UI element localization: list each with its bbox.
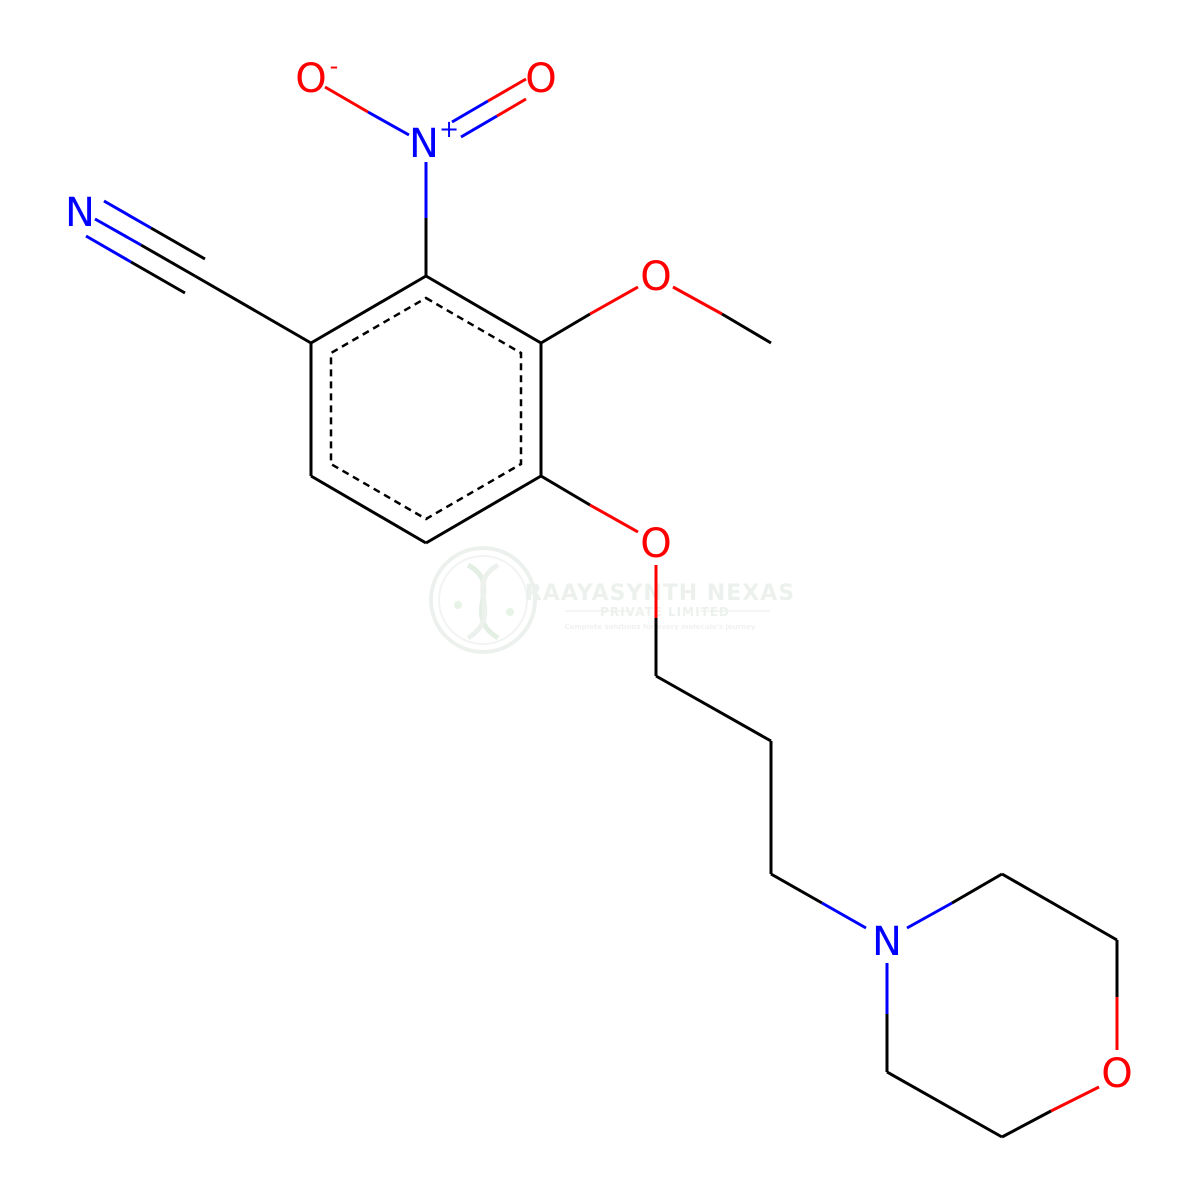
nitro-group: N + O - O bbox=[295, 52, 557, 276]
aromatic-circle bbox=[329, 296, 523, 521]
nitro-oxygen-minus-charge: - bbox=[330, 52, 339, 80]
nitro-oxygen-double-atom: O bbox=[525, 56, 556, 102]
ether-oxygen-atom: O bbox=[640, 521, 671, 567]
nitrile-group: N bbox=[65, 190, 312, 345]
watermark-subtitle: PRIVATE LIMITED bbox=[600, 605, 730, 619]
dna-helix-icon bbox=[429, 546, 537, 654]
benzene-ring bbox=[309, 274, 543, 545]
methoxy-oxygen-atom: O bbox=[640, 254, 671, 300]
watermark-company: RAAYASYNTH NEXAS bbox=[525, 581, 795, 606]
propoxy-chain: O bbox=[540, 474, 867, 930]
nitro-oxygen-minus-atom: O bbox=[295, 56, 326, 102]
watermark-tagline: Complete solutions for every molecule's … bbox=[565, 623, 756, 631]
methoxy-group: O bbox=[540, 254, 772, 345]
morpholine-nitrogen-atom: N bbox=[872, 919, 902, 965]
nitrile-nitrogen-atom: N bbox=[65, 190, 95, 236]
morpholine-ring: N O bbox=[872, 872, 1133, 1139]
nitro-nitrogen-atom: N bbox=[409, 121, 439, 167]
morpholine-oxygen-atom: O bbox=[1101, 1051, 1132, 1097]
watermark: RAAYASYNTH NEXAS PRIVATE LIMITED Complet… bbox=[429, 546, 795, 654]
